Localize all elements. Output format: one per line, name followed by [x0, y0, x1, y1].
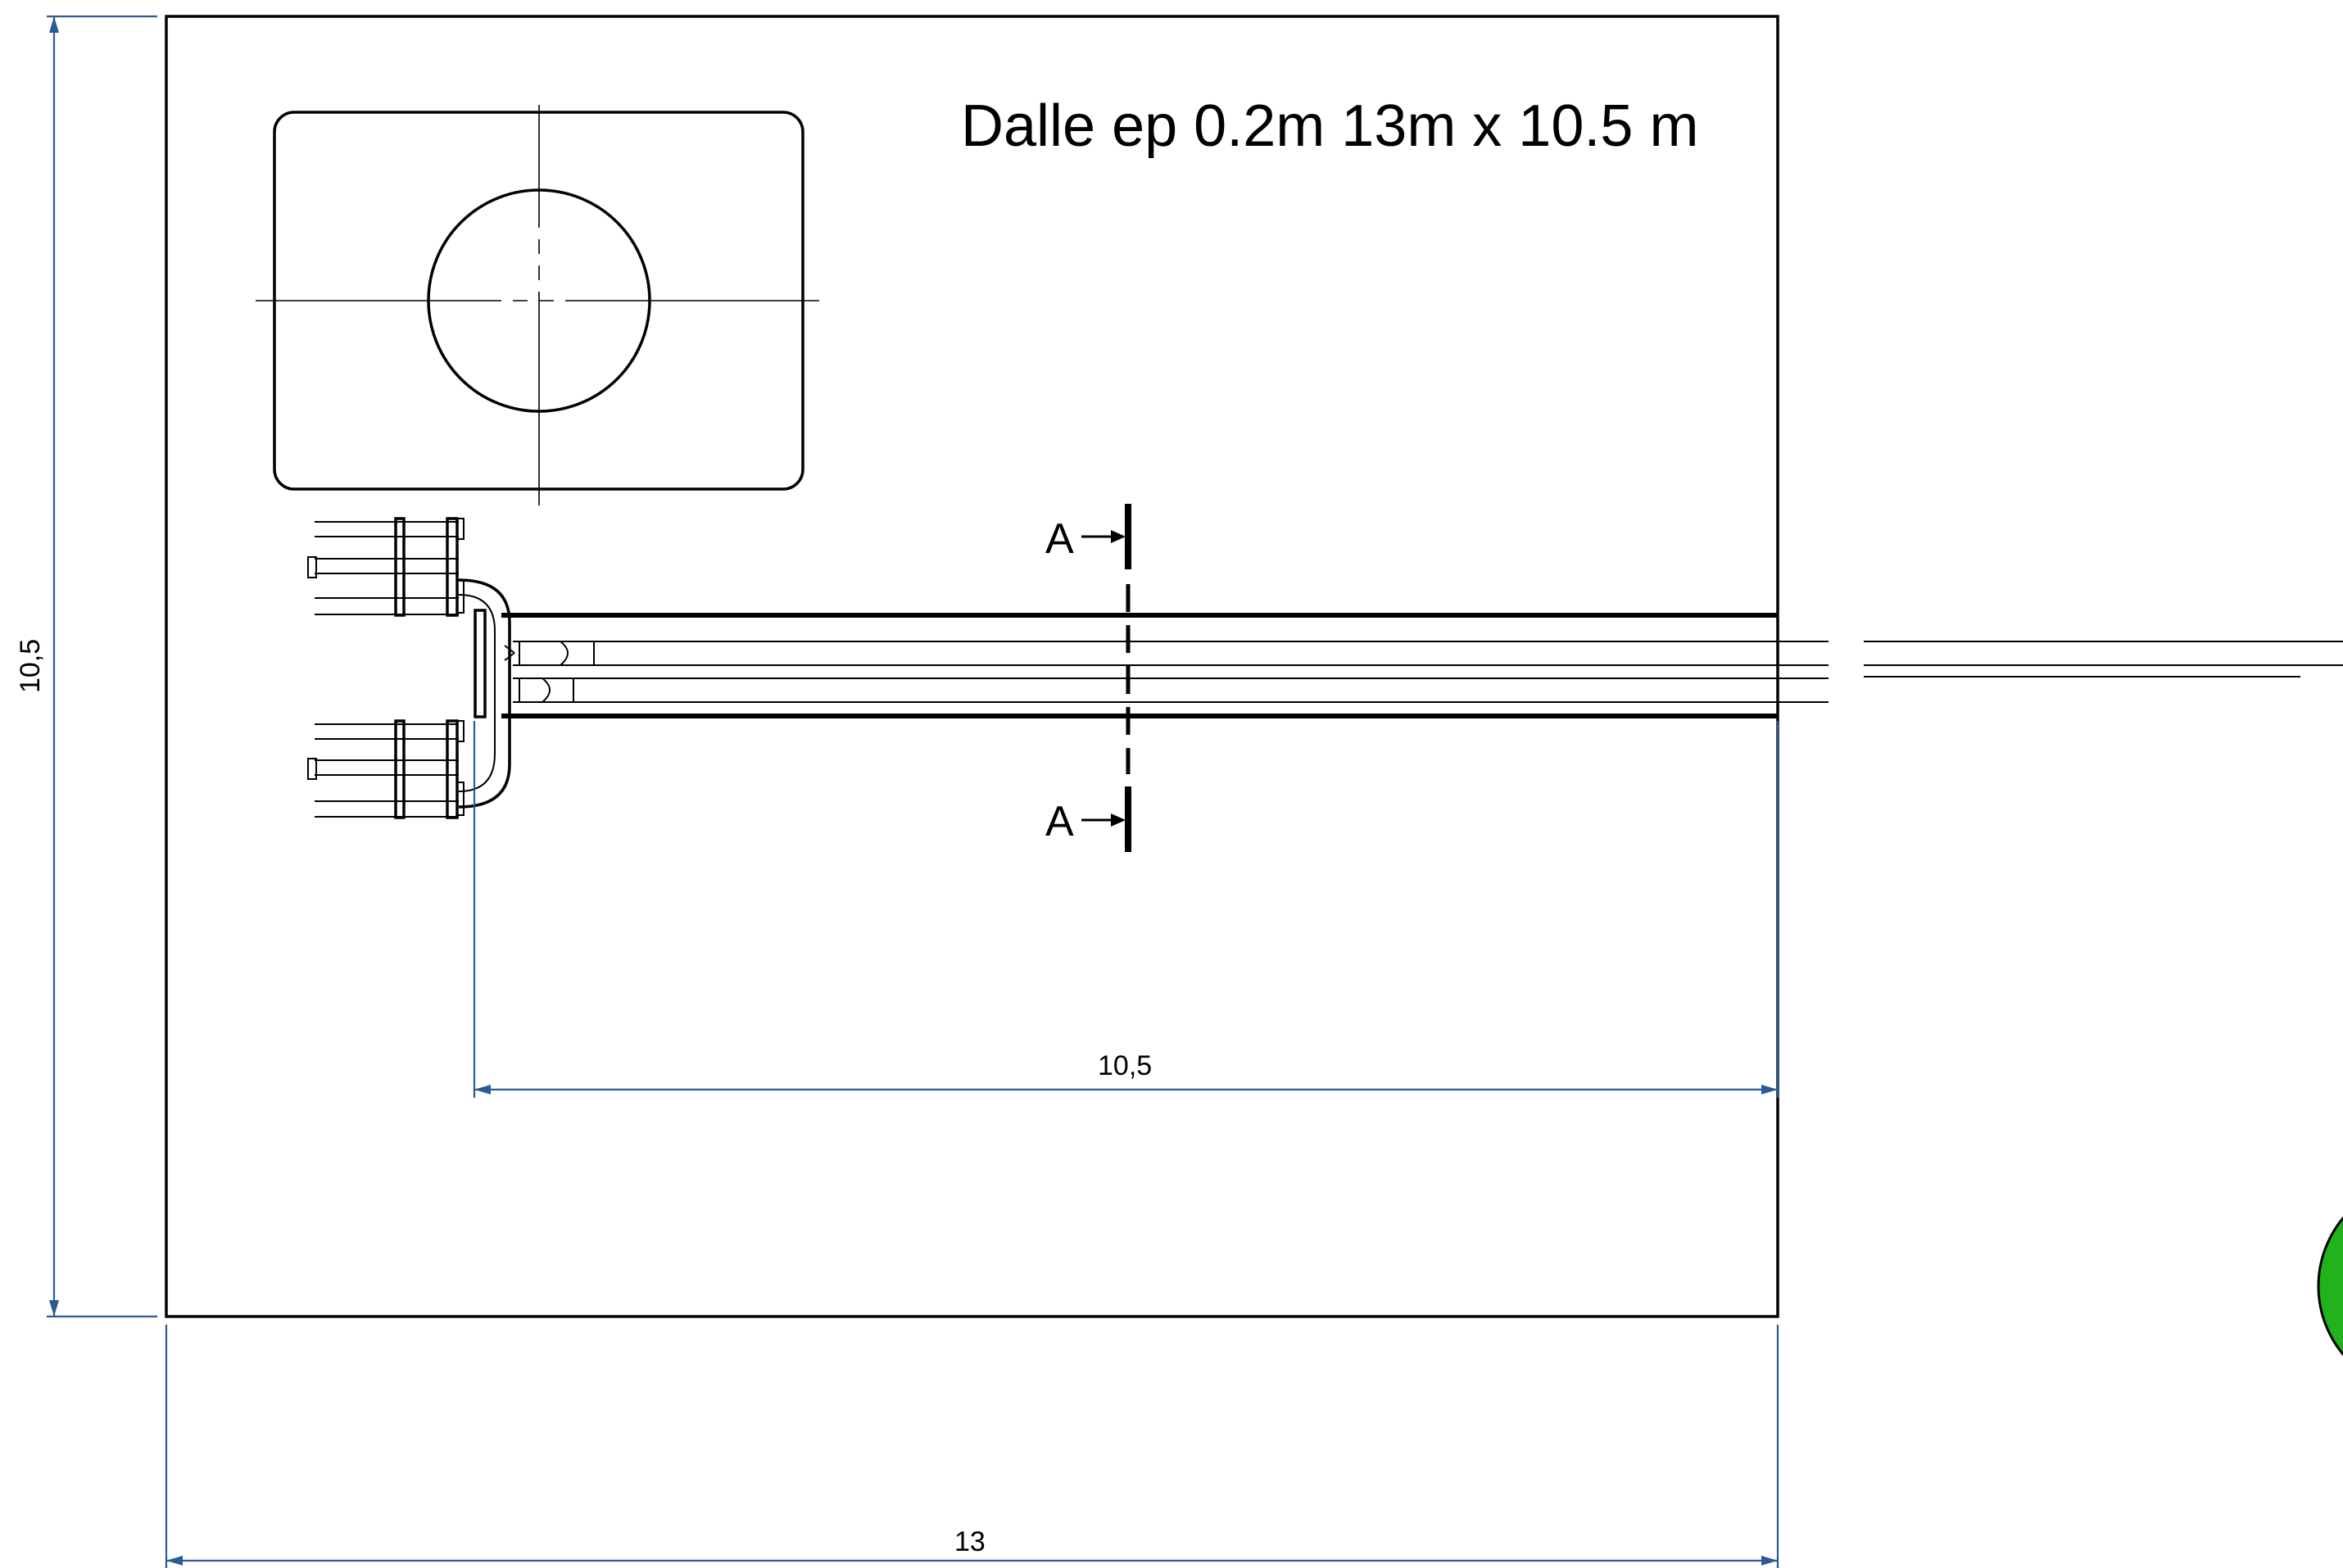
- dimension-height-label: 10,5: [15, 639, 46, 693]
- dimension-pipe-run-label: 10,5: [1098, 1050, 1152, 1081]
- section-cut: A A: [1045, 504, 1131, 852]
- slab-title: Dalle ep 0.2m 13m x 10.5 m: [961, 93, 1698, 159]
- dimension-width-label: 13: [954, 1526, 986, 1557]
- tank-pad: [256, 105, 819, 505]
- green-indicator: [2317, 1216, 2343, 1357]
- section-label-bottom: A: [1045, 798, 1074, 845]
- pump-unit-upper: [307, 517, 465, 617]
- pump-unit-lower: [307, 719, 465, 819]
- section-label-top: A: [1045, 515, 1074, 563]
- manifold-assembly: [307, 517, 511, 819]
- slab-outline: [165, 15, 1779, 1318]
- pipe-extension: [1864, 641, 2343, 678]
- dimension-pipe-run: 10,5: [473, 721, 1779, 1098]
- dimension-width: 13: [165, 1325, 1779, 1568]
- dimension-height: 10,5: [15, 15, 157, 1318]
- pipe-trench: [501, 613, 1829, 718]
